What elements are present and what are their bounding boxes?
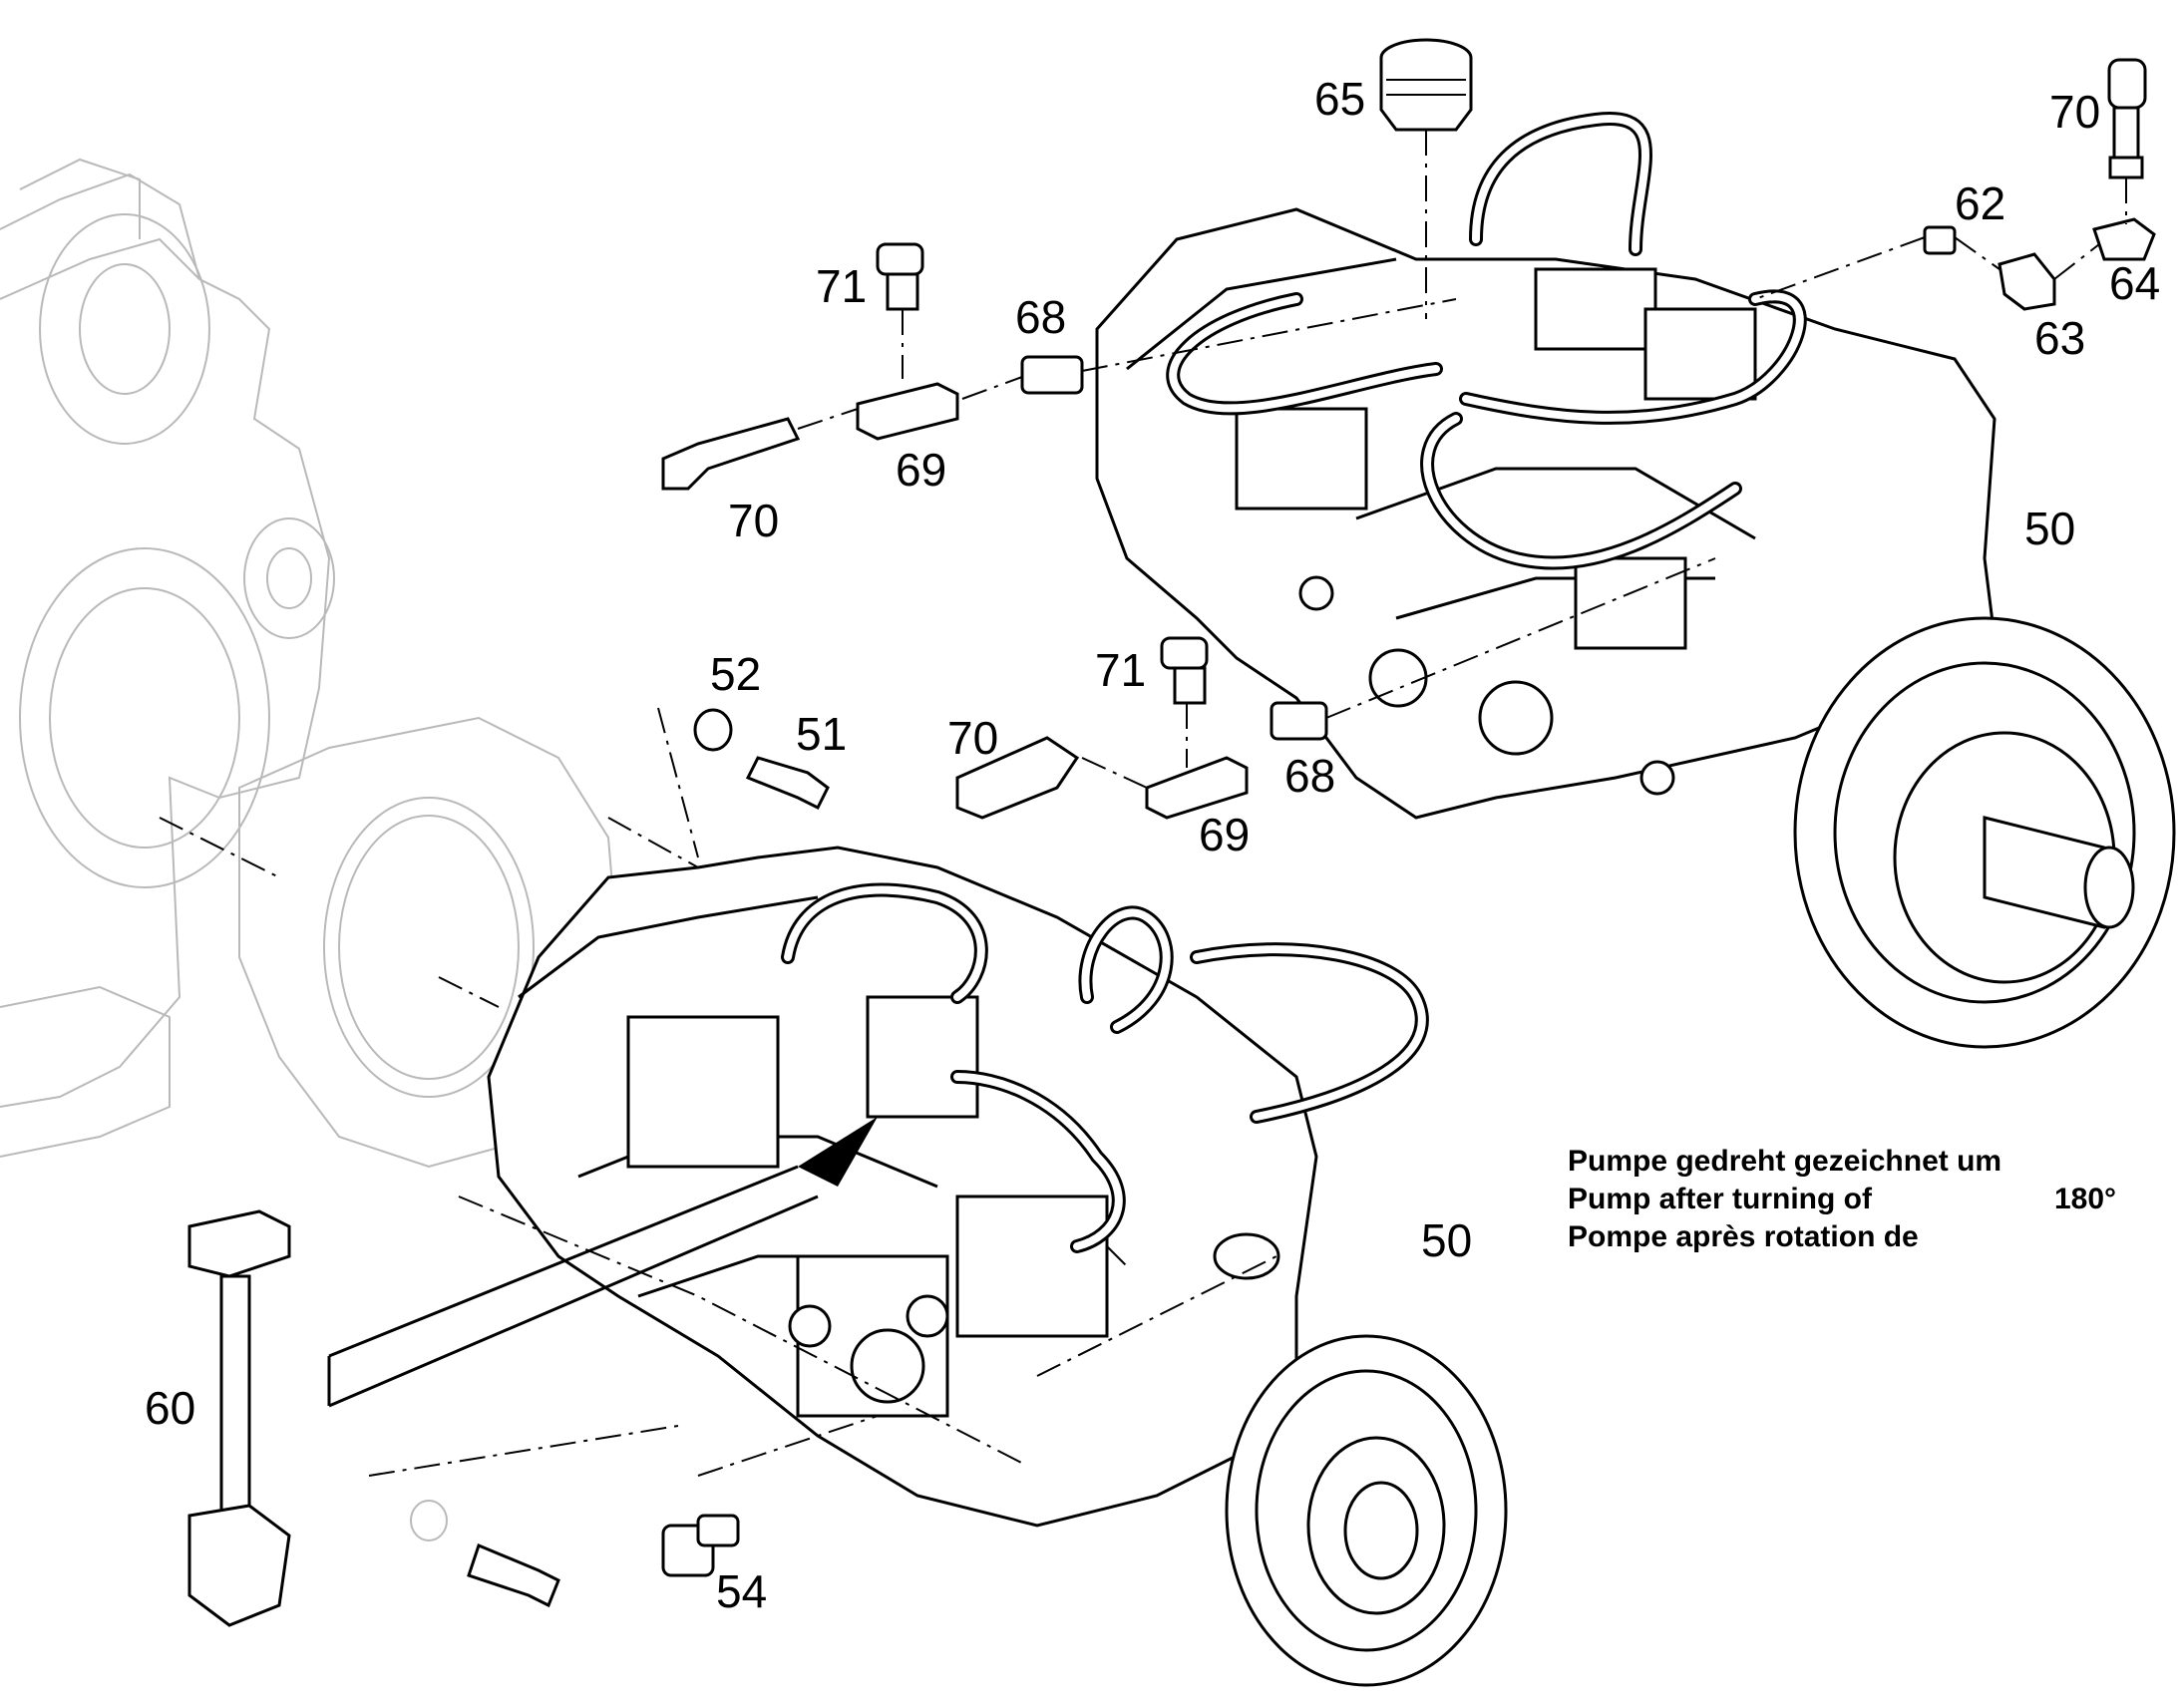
callout-71-mid: 71 [1095,644,1146,696]
callout-64: 64 [2109,257,2160,309]
note-angle: 180° [2054,1183,2116,1215]
callout-50-front: 50 [1421,1214,1472,1266]
rotation-note: Pumpe gedreht gezeichnet um Pump after t… [1568,1145,2116,1253]
part-54-plug [661,1514,740,1577]
callout-70-top-left: 70 [728,495,779,546]
part-65-fitting [1379,38,1473,132]
part-70-elbow-top-right [2107,58,2147,179]
pump-front [327,846,1508,1687]
part-60-pipe-assembly [187,1209,291,1627]
callout-65: 65 [1314,73,1365,125]
callout-70-top-right: 70 [2049,86,2100,138]
part-70-elbow-top-left [661,417,801,491]
callout-69-top: 69 [896,444,946,496]
note-line-en: Pump after turning of [1568,1183,1873,1215]
callout-54: 54 [716,1565,767,1617]
callout-68-mid: 68 [1284,750,1335,802]
part-71-elbow-top [876,242,924,311]
part-51-bolt [745,756,830,811]
callout-labels: 65 70 62 64 63 71 68 69 70 50 52 51 70 7… [145,73,2160,1617]
part-52-washer-lower [410,1500,448,1541]
callout-68-top: 68 [1015,291,1066,343]
note-line-de: Pumpe gedreht gezeichnet um [1568,1145,2001,1178]
part-63-elbow [1998,252,2056,311]
callout-60: 60 [145,1382,195,1434]
callout-71-top: 71 [816,260,867,312]
part-68-adapter-top [1020,355,1084,395]
callout-70-mid: 70 [947,712,998,764]
part-69-tee-top [856,382,959,441]
callout-51: 51 [796,708,847,760]
part-71-elbow-mid [1160,636,1209,705]
part-51-bolt-lower [467,1542,560,1608]
note-line-fr: Pompe après rotation de [1568,1220,1919,1253]
part-52-washer [693,708,733,752]
part-64-tee [2092,217,2156,261]
assembly-leader-lines [159,130,2127,1477]
part-68-adapter-mid [1270,701,1328,741]
pump-rotated-right [1095,112,2176,1049]
gearbox-housing-background [0,158,620,1169]
part-70-elbow-mid [955,736,1080,820]
callout-50-right: 50 [2024,503,2075,554]
callout-69-mid: 69 [1199,809,1250,860]
callout-62: 62 [1955,177,2005,229]
part-69-tee-mid [1145,756,1249,820]
callout-52: 52 [710,648,761,700]
part-62-nipple [1923,225,1957,255]
callout-63: 63 [2034,312,2085,364]
